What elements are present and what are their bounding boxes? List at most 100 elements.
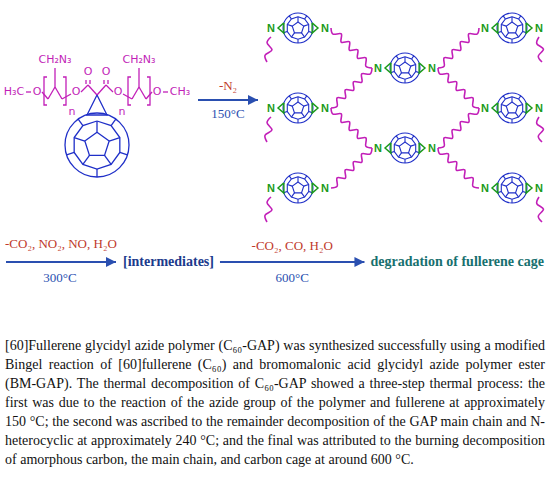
fullerene-cage (390, 133, 420, 163)
aziridine-ring (278, 23, 284, 33)
condition-label: -CO₂, NO₂, NO, H₂O (5, 237, 117, 252)
aziridine-ring (385, 143, 391, 153)
aziridine-ring (385, 63, 391, 73)
aziridine-ring (312, 103, 318, 113)
bond-line (89, 80, 90, 84)
bond-line (138, 68, 139, 87)
bond-line (128, 77, 131, 105)
aziridine-ring (526, 103, 532, 113)
polymer-chain (438, 108, 479, 148)
aziridine-ring (419, 143, 425, 153)
temperature-label: 150°C (211, 107, 244, 122)
fullerene-cage (390, 53, 420, 83)
polymer-chain (331, 28, 372, 68)
bond-line (88, 85, 97, 95)
c60-gap-structure (26, 68, 168, 177)
node-text: [intermediates] (123, 254, 214, 270)
polymer-chain (265, 197, 272, 222)
aziridine-ring (492, 183, 498, 193)
atom-label: O (84, 66, 93, 79)
polymer-chain (331, 68, 372, 108)
temperature-label: 300°C (43, 271, 76, 286)
bond-line (55, 87, 62, 99)
bond-line (54, 68, 55, 87)
bond-line (146, 92, 152, 99)
atom-label: N (481, 22, 489, 35)
fullerene-cage (283, 173, 313, 203)
atom-label: CH₂N₃ (39, 54, 72, 67)
fullerene-cage (497, 13, 527, 43)
atom-label: N (267, 22, 275, 35)
atom-label: N (267, 182, 275, 195)
bond-line (103, 80, 104, 84)
fullerene-cage (283, 13, 313, 43)
aziridine-ring (526, 23, 532, 33)
crosslinked-network (265, 13, 544, 222)
atom-label: O (153, 86, 162, 99)
aziridine-ring (312, 183, 318, 193)
fullerene-cage (65, 113, 129, 177)
cyclopropane-ring (87, 95, 107, 115)
bond-line (85, 80, 86, 84)
product-box: degradation of fullerene cage (367, 252, 547, 272)
atom-label: n (69, 106, 76, 119)
bond-line (139, 87, 146, 99)
aziridine-ring (419, 63, 425, 73)
polymer-chain (265, 37, 272, 62)
cage-outline (497, 13, 527, 43)
bond-line (132, 87, 139, 99)
aziridine-ring (312, 23, 318, 33)
polymer-chain (438, 68, 479, 108)
polymer-chain (438, 28, 479, 68)
atom-label: N (321, 102, 329, 115)
atom-label: O (114, 86, 123, 99)
cage-outline (390, 133, 420, 163)
bond-line (106, 85, 113, 92)
polymer-chain (331, 148, 372, 188)
intermediate-box: [intermediates] (120, 252, 217, 272)
atom-label: O (102, 66, 111, 79)
atom-label: H₃C (4, 86, 24, 99)
polymer-chain (265, 117, 272, 142)
atom-label: N (481, 182, 489, 195)
cage-outline (497, 93, 527, 123)
cage-outline (283, 93, 313, 123)
temperature-label: 600°C (276, 271, 309, 286)
aziridine-ring (278, 103, 284, 113)
atom-label: n (119, 106, 126, 119)
atom-label: N (428, 62, 436, 75)
atom-label: N (481, 102, 489, 115)
atom-label: N (535, 22, 543, 35)
reaction-arrow (6, 261, 116, 263)
aziridine-ring (492, 103, 498, 113)
atom-label: N (321, 22, 329, 35)
bond-line (42, 92, 48, 99)
polymer-chain (537, 117, 544, 142)
atom-label: N (267, 102, 275, 115)
bond-line (81, 85, 88, 92)
atom-label: O (72, 86, 81, 99)
bond-line (44, 77, 47, 105)
cage-outline (283, 13, 313, 43)
atom-label: O (33, 86, 42, 99)
atom-label: CH₂N₃ (123, 54, 156, 67)
polymer-chain (438, 148, 479, 188)
bond-line (107, 80, 108, 84)
polymer-chain (537, 197, 544, 222)
polymer-chain (331, 108, 372, 148)
polymer-chain (537, 37, 544, 62)
aziridine-ring (278, 183, 284, 193)
reaction-arrow (198, 99, 258, 101)
fullerene-cage (497, 173, 527, 203)
bond-line (26, 91, 31, 92)
cage-outline (283, 173, 313, 203)
cage-outline (390, 53, 420, 83)
bond-line (97, 85, 106, 95)
node-text: degradation of fullerene cage (370, 254, 544, 270)
abstract-text: [60]Fullerene glycidyl azide polymer (C₆… (5, 336, 545, 469)
atom-label: N (535, 102, 543, 115)
condition-label: -CO₂, CO, H₂O (250, 239, 335, 254)
bond-line (163, 91, 168, 92)
bond-line (63, 77, 66, 105)
